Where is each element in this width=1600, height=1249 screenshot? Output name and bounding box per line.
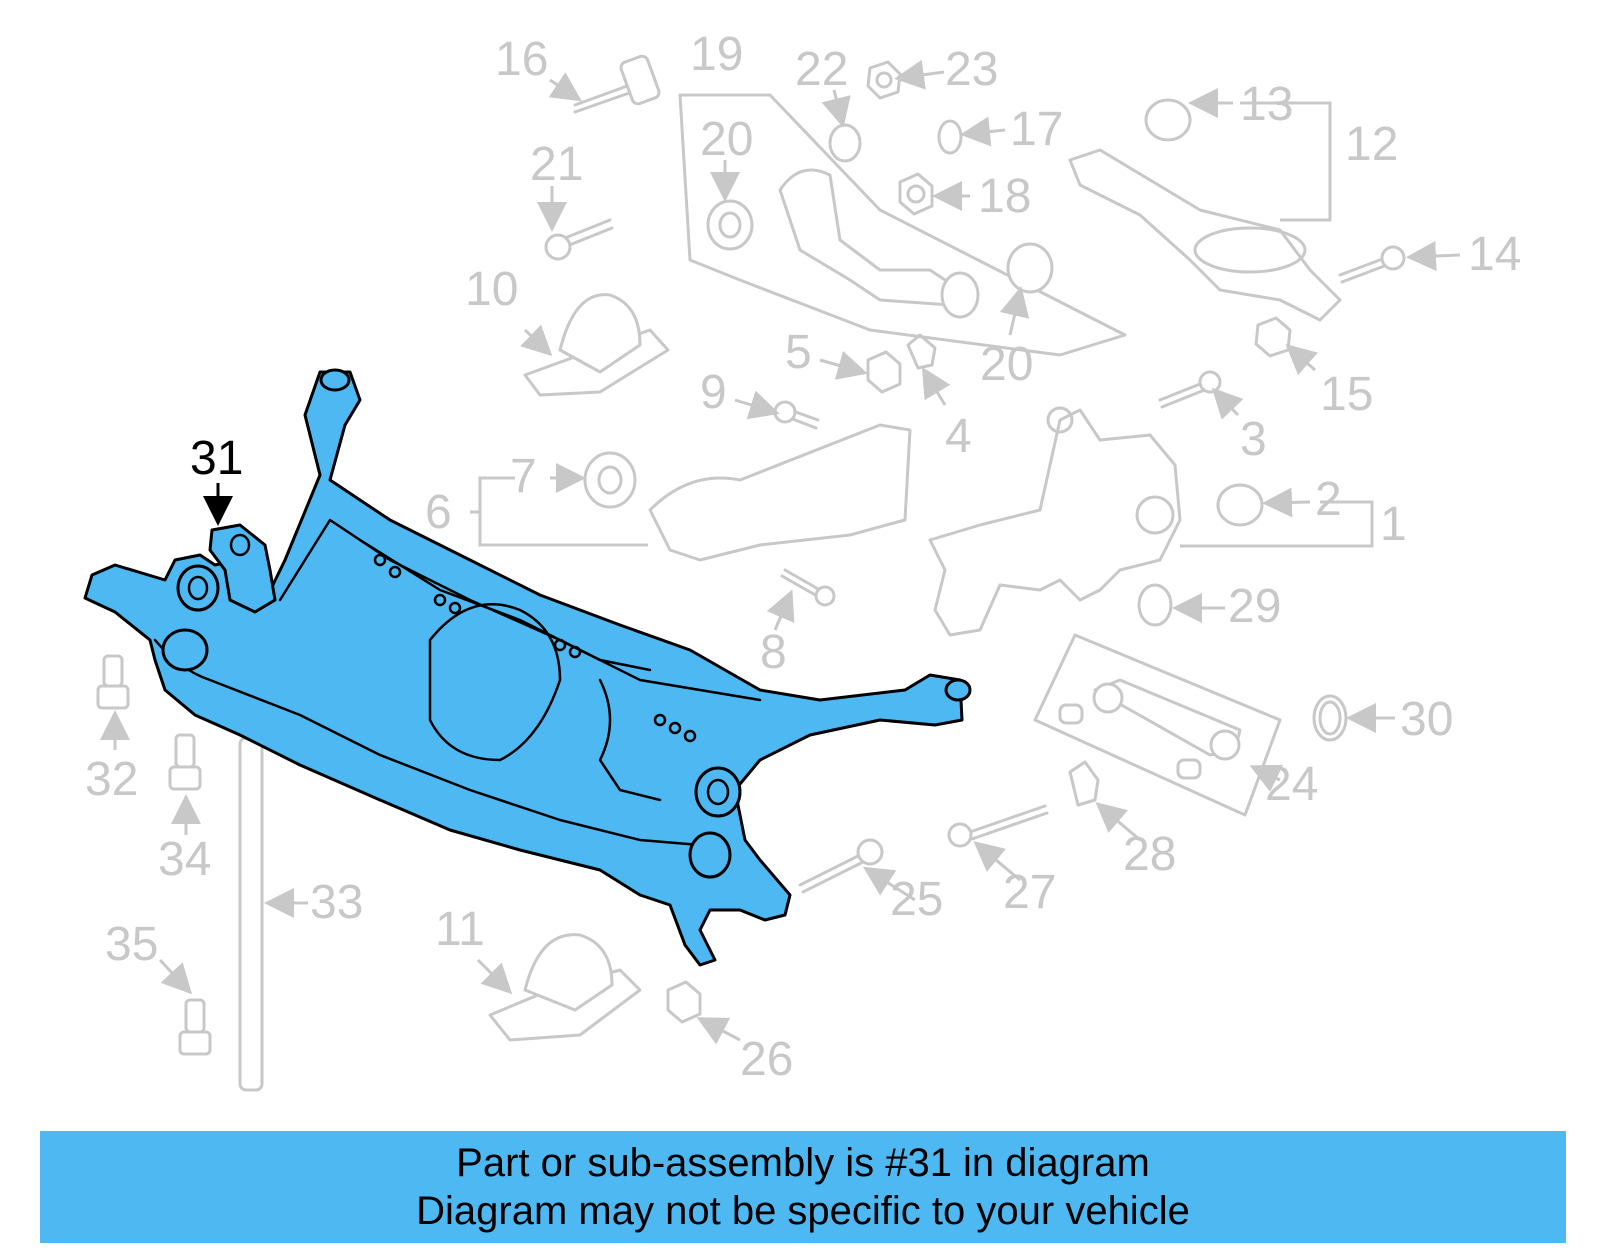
callout-13: 13	[1240, 78, 1293, 131]
nut-5	[866, 350, 902, 394]
nut-15	[1254, 316, 1292, 358]
bolt-9	[773, 400, 820, 430]
bracket-28	[1068, 760, 1100, 807]
mount-bracket-31	[208, 523, 277, 614]
callout-labels: 31 16 19 22 23 13 17 12 20 21 18 14 10 5…	[85, 28, 1521, 1086]
callout-18: 18	[978, 170, 1031, 223]
callout-16: 16	[495, 33, 548, 86]
callout-23: 23	[945, 43, 998, 96]
callout-32: 32	[85, 753, 138, 806]
callout-31: 31	[190, 432, 243, 485]
callout-30: 30	[1400, 693, 1453, 746]
callout-24: 24	[1265, 758, 1318, 811]
leader-lines	[100, 59, 1461, 1045]
banner-line-1: Part or sub-assembly is #31 in diagram	[456, 1141, 1150, 1185]
washer-17	[937, 119, 963, 155]
lower-arm-12	[1068, 98, 1342, 322]
callout-11: 11	[435, 903, 485, 956]
mount-11	[488, 933, 642, 1042]
mount-10	[523, 293, 670, 397]
callout-33: 33	[310, 876, 363, 929]
callout-5: 5	[785, 326, 812, 379]
link-24	[1033, 633, 1282, 817]
nut-29	[1137, 583, 1173, 627]
bolt-16	[573, 54, 661, 114]
bolt-25	[798, 838, 884, 894]
callout-29: 29	[1228, 580, 1281, 633]
nut-23	[866, 60, 902, 100]
callout-12: 12	[1345, 118, 1398, 171]
bolt-27	[947, 804, 1049, 848]
callout-15: 15	[1320, 368, 1373, 421]
banner-line-2: Diagram may not be specific to your vehi…	[416, 1189, 1190, 1233]
bracket-4	[906, 333, 937, 370]
callout-20-top: 20	[700, 113, 753, 166]
info-banner: Part or sub-assembly is #31 in diagram D…	[40, 1131, 1566, 1243]
callout-22: 22	[795, 43, 848, 96]
bar-33	[238, 736, 264, 1092]
seal-30	[1312, 694, 1348, 742]
callout-2: 2	[1315, 473, 1342, 526]
callout-9: 9	[700, 366, 727, 419]
subframe-31	[83, 368, 972, 967]
callout-19: 19	[690, 28, 743, 81]
bolt-21	[544, 218, 614, 261]
trailing-arm-6	[583, 423, 912, 562]
callout-6: 6	[425, 486, 452, 539]
callout-1: 1	[1380, 498, 1407, 551]
callout-28: 28	[1123, 828, 1176, 881]
callout-21: 21	[530, 138, 583, 191]
callout-17: 17	[1010, 103, 1063, 156]
callout-4: 4	[945, 410, 972, 463]
control-arm-19-group	[678, 93, 1127, 357]
bolt-34	[168, 733, 202, 791]
callout-10: 10	[465, 263, 518, 316]
nut-18	[898, 172, 934, 216]
callout-26: 26	[740, 1033, 793, 1086]
bolt-3	[1158, 370, 1222, 409]
callout-27: 27	[1003, 866, 1056, 919]
callout-20-bottom: 20	[980, 338, 1033, 391]
knuckle-1	[928, 406, 1182, 637]
bolt-8	[780, 568, 836, 607]
bolt-14	[1338, 245, 1406, 284]
nut-26	[666, 980, 702, 1024]
callout-34: 34	[158, 833, 211, 886]
callout-14: 14	[1468, 228, 1521, 281]
callout-8: 8	[760, 626, 787, 679]
bolt-32	[96, 654, 130, 710]
bolt-35	[178, 998, 212, 1056]
callout-3: 3	[1240, 413, 1267, 466]
bushing-2	[1216, 483, 1264, 527]
callout-7: 7	[510, 450, 537, 503]
callout-25: 25	[890, 873, 943, 926]
callout-35: 35	[105, 918, 158, 971]
